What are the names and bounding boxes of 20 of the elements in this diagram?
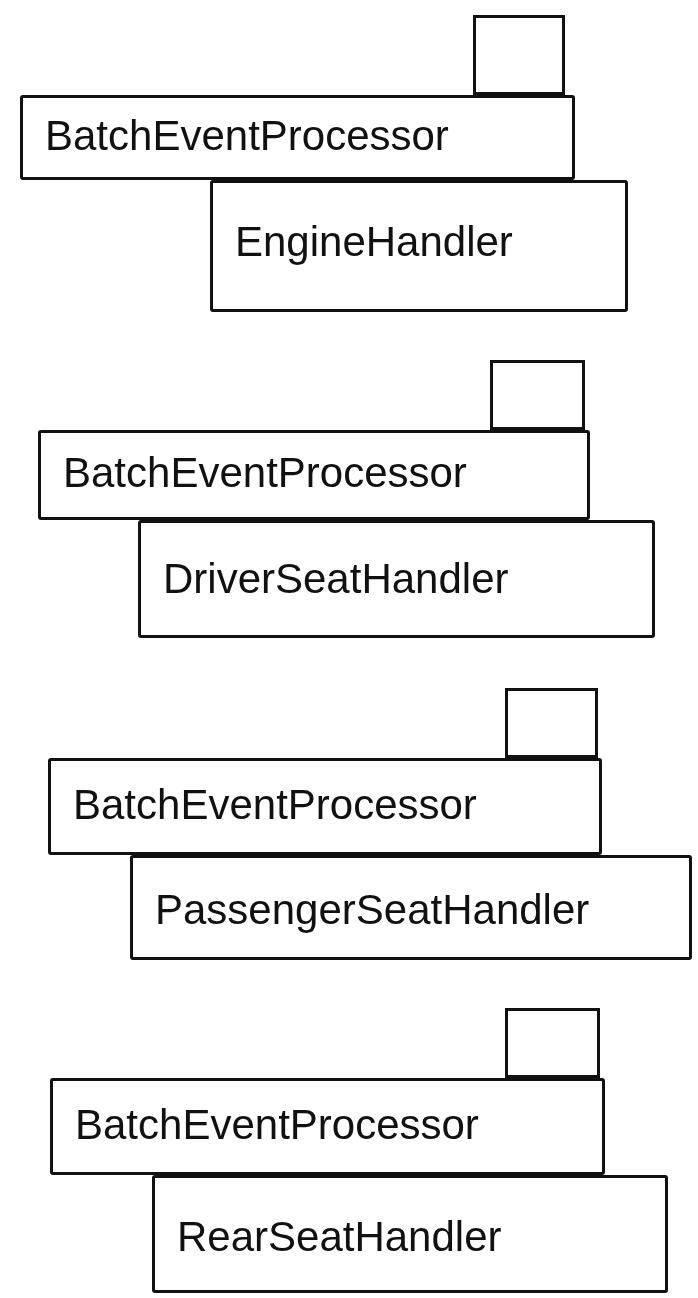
square-box [473, 15, 565, 95]
box-label: BatchEventProcessor [45, 112, 449, 160]
square-box [490, 360, 585, 430]
handler-box [152, 1175, 668, 1293]
processor-box [20, 95, 575, 180]
box-label: BatchEventProcessor [63, 449, 467, 497]
box-label: BatchEventProcessor [73, 781, 477, 829]
handler-box [130, 855, 692, 960]
processor-box [38, 430, 590, 520]
box-label: BatchEventProcessor [75, 1101, 479, 1149]
processor-box [50, 1078, 605, 1175]
box-label: RearSeatHandler [177, 1213, 502, 1261]
square-box [505, 688, 598, 758]
square-box [505, 1008, 600, 1078]
handler-box [210, 180, 628, 312]
box-label: DriverSeatHandler [163, 555, 509, 603]
processor-box [48, 758, 602, 855]
box-label: PassengerSeatHandler [155, 886, 590, 934]
handler-box [138, 520, 655, 638]
box-label: EngineHandler [235, 218, 513, 266]
